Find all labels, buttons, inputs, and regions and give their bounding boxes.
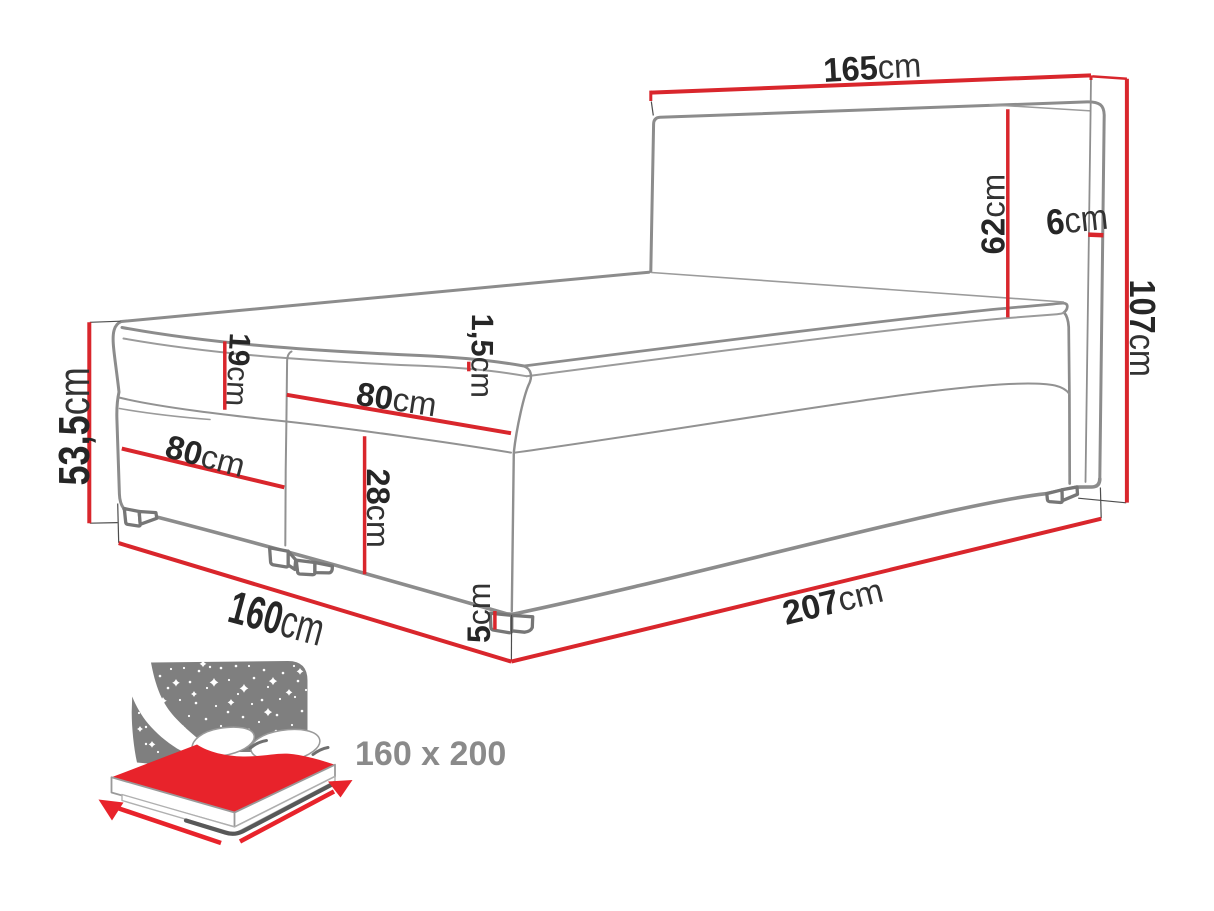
svg-text:160cm: 160cm — [223, 582, 330, 656]
svg-text:53,5cm: 53,5cm — [50, 367, 99, 485]
svg-text:62cm: 62cm — [975, 174, 1012, 255]
svg-text:19cm: 19cm — [219, 332, 256, 407]
svg-text:5cm: 5cm — [461, 583, 497, 643]
svg-text:1,5cm: 1,5cm — [464, 313, 500, 398]
svg-text:107cm: 107cm — [1122, 280, 1162, 378]
svg-text:6cm: 6cm — [1044, 197, 1110, 243]
svg-text:160 x 200: 160 x 200 — [355, 735, 506, 773]
svg-text:80cm: 80cm — [354, 375, 439, 424]
svg-text:28cm: 28cm — [360, 469, 396, 548]
svg-text:165cm: 165cm — [822, 47, 922, 90]
